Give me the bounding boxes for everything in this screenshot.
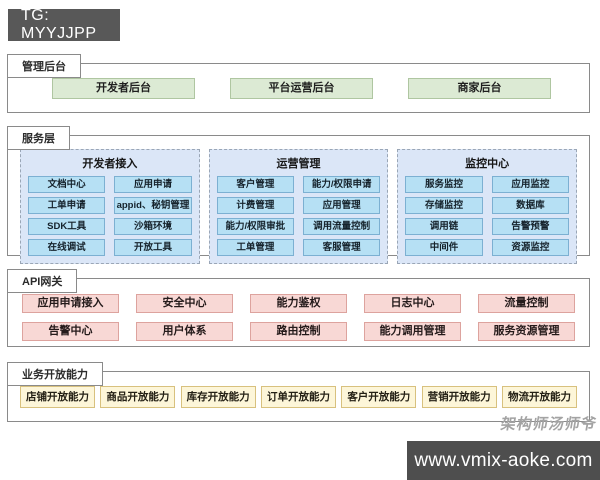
service-item: 应用管理 <box>303 197 381 214</box>
business-capability-box: 订单开放能力 <box>260 386 336 408</box>
section-management: 管理后台 开发者后台 平台运营后台 商家后台 <box>7 54 590 113</box>
section-service: 服务层 开发者接入 文档中心应用申请工单申请 appid、秘钥管理 SDK工具沙箱环… <box>7 126 590 264</box>
business-capability-box: 物流开放能力 <box>501 386 577 408</box>
section-business-label: 业务开放能力 <box>7 362 103 386</box>
service-item: 沙箱环境 <box>114 218 192 235</box>
watermark-text: 架构师汤师爷 <box>499 416 599 433</box>
service-group-title: 监控中心 <box>465 158 510 170</box>
business-capability-box: 商品开放能力 <box>100 386 176 408</box>
service-item: 能力/权限审批 <box>216 218 294 235</box>
service-item: 服务监控 <box>405 176 483 193</box>
service-item: 资源监控 <box>491 239 570 256</box>
tg-badge: TG: MYYJJPP <box>8 7 120 42</box>
service-item: 调用链 <box>405 218 483 235</box>
service-item: 数据库 <box>491 197 570 214</box>
service-item: 客服管理 <box>303 239 381 256</box>
service-item: SDK工具 <box>28 218 106 235</box>
gateway-capability-box: 能力鉴权 <box>250 294 347 313</box>
gateway-capability-box: 服务资源管理 <box>478 322 575 341</box>
site-url: www.vmix-aoke.com <box>414 449 593 471</box>
gateway-capability-box: 路由控制 <box>250 322 347 341</box>
service-item: 在线调试 <box>28 239 106 256</box>
service-group-monitoring: 监控中心 服务监控应用监控存储监控数据库调用链告警预警中间件资源监控 <box>397 149 578 264</box>
business-capability-box: 客户开放能力 <box>341 386 417 408</box>
service-item: 文档中心 <box>28 176 106 193</box>
service-group-grid: 文档中心应用申请工单申请 appid、秘钥管理 SDK工具沙箱环境在线调试开放工具 <box>28 176 192 256</box>
service-group-row: 开发者接入 文档中心应用申请工单申请 appid、秘钥管理 SDK工具沙箱环境在线调… <box>8 136 589 264</box>
business-capability-box: 店铺开放能力 <box>20 386 95 408</box>
service-item: 存储监控 <box>405 197 483 214</box>
service-item: 告警预警 <box>491 218 570 235</box>
section-gateway: API网关 应用申请接入安全中心能力鉴权日志中心流量控制告警中心用户体系路由控制… <box>7 269 590 347</box>
service-group-grid: 客户管理能力/权限申请计费管理应用管理能力/权限审批调用流量控制工单管理客服管理 <box>216 176 381 256</box>
service-item: 能力/权限申请 <box>303 176 381 193</box>
gateway-capability-box: 用户体系 <box>136 322 233 341</box>
service-item: 中间件 <box>405 239 483 256</box>
section-service-label: 服务层 <box>7 126 70 150</box>
management-backend-box: 平台运营后台 <box>230 78 373 99</box>
gateway-capability-box: 能力调用管理 <box>364 322 461 341</box>
service-item: appid、秘钥管理 <box>114 197 192 214</box>
service-group-developer-access: 开发者接入 文档中心应用申请工单申请 appid、秘钥管理 SDK工具沙箱环境在线调… <box>20 149 200 264</box>
service-group-title: 运营管理 <box>276 158 321 170</box>
gateway-capability-box: 日志中心 <box>364 294 461 313</box>
service-item: 工单申请 <box>28 197 106 214</box>
service-item: 工单管理 <box>216 239 294 256</box>
management-box-row: 开发者后台 平台运营后台 商家后台 <box>8 64 589 99</box>
service-group-operations: 运营管理 客户管理能力/权限申请计费管理应用管理能力/权限审批调用流量控制工单管… <box>208 149 389 264</box>
service-item: 应用申请 <box>114 176 192 193</box>
section-gateway-label: API网关 <box>7 269 78 293</box>
gateway-box-grid: 应用申请接入安全中心能力鉴权日志中心流量控制告警中心用户体系路由控制能力调用管理… <box>8 279 589 341</box>
section-business: 业务开放能力 店铺开放能力商品开放能力库存开放能力订单开放能力客户开放能力营销开… <box>7 362 590 422</box>
management-backend-box: 商家后台 <box>408 78 551 99</box>
service-item: 应用监控 <box>491 176 570 193</box>
site-bar: www.vmix-aoke.com <box>407 441 600 480</box>
tg-badge-label: TG: MYYJJPP <box>21 7 97 42</box>
service-group-grid: 服务监控应用监控存储监控数据库调用链告警预警中间件资源监控 <box>405 176 570 256</box>
section-management-label: 管理后台 <box>7 54 81 78</box>
service-item: 计费管理 <box>216 197 294 214</box>
business-capability-box: 库存开放能力 <box>180 386 256 408</box>
service-item: 客户管理 <box>216 176 294 193</box>
business-capability-box: 营销开放能力 <box>421 386 497 408</box>
service-item: 开放工具 <box>114 239 192 256</box>
management-backend-box: 开发者后台 <box>52 78 195 99</box>
service-group-title: 开发者接入 <box>82 158 138 170</box>
service-item: 调用流量控制 <box>303 218 381 235</box>
gateway-capability-box: 应用申请接入 <box>22 294 119 313</box>
gateway-capability-box: 流量控制 <box>478 294 575 313</box>
business-box-row: 店铺开放能力商品开放能力库存开放能力订单开放能力客户开放能力营销开放能力物流开放… <box>8 372 589 408</box>
gateway-capability-box: 安全中心 <box>136 294 233 313</box>
gateway-capability-box: 告警中心 <box>22 322 119 341</box>
